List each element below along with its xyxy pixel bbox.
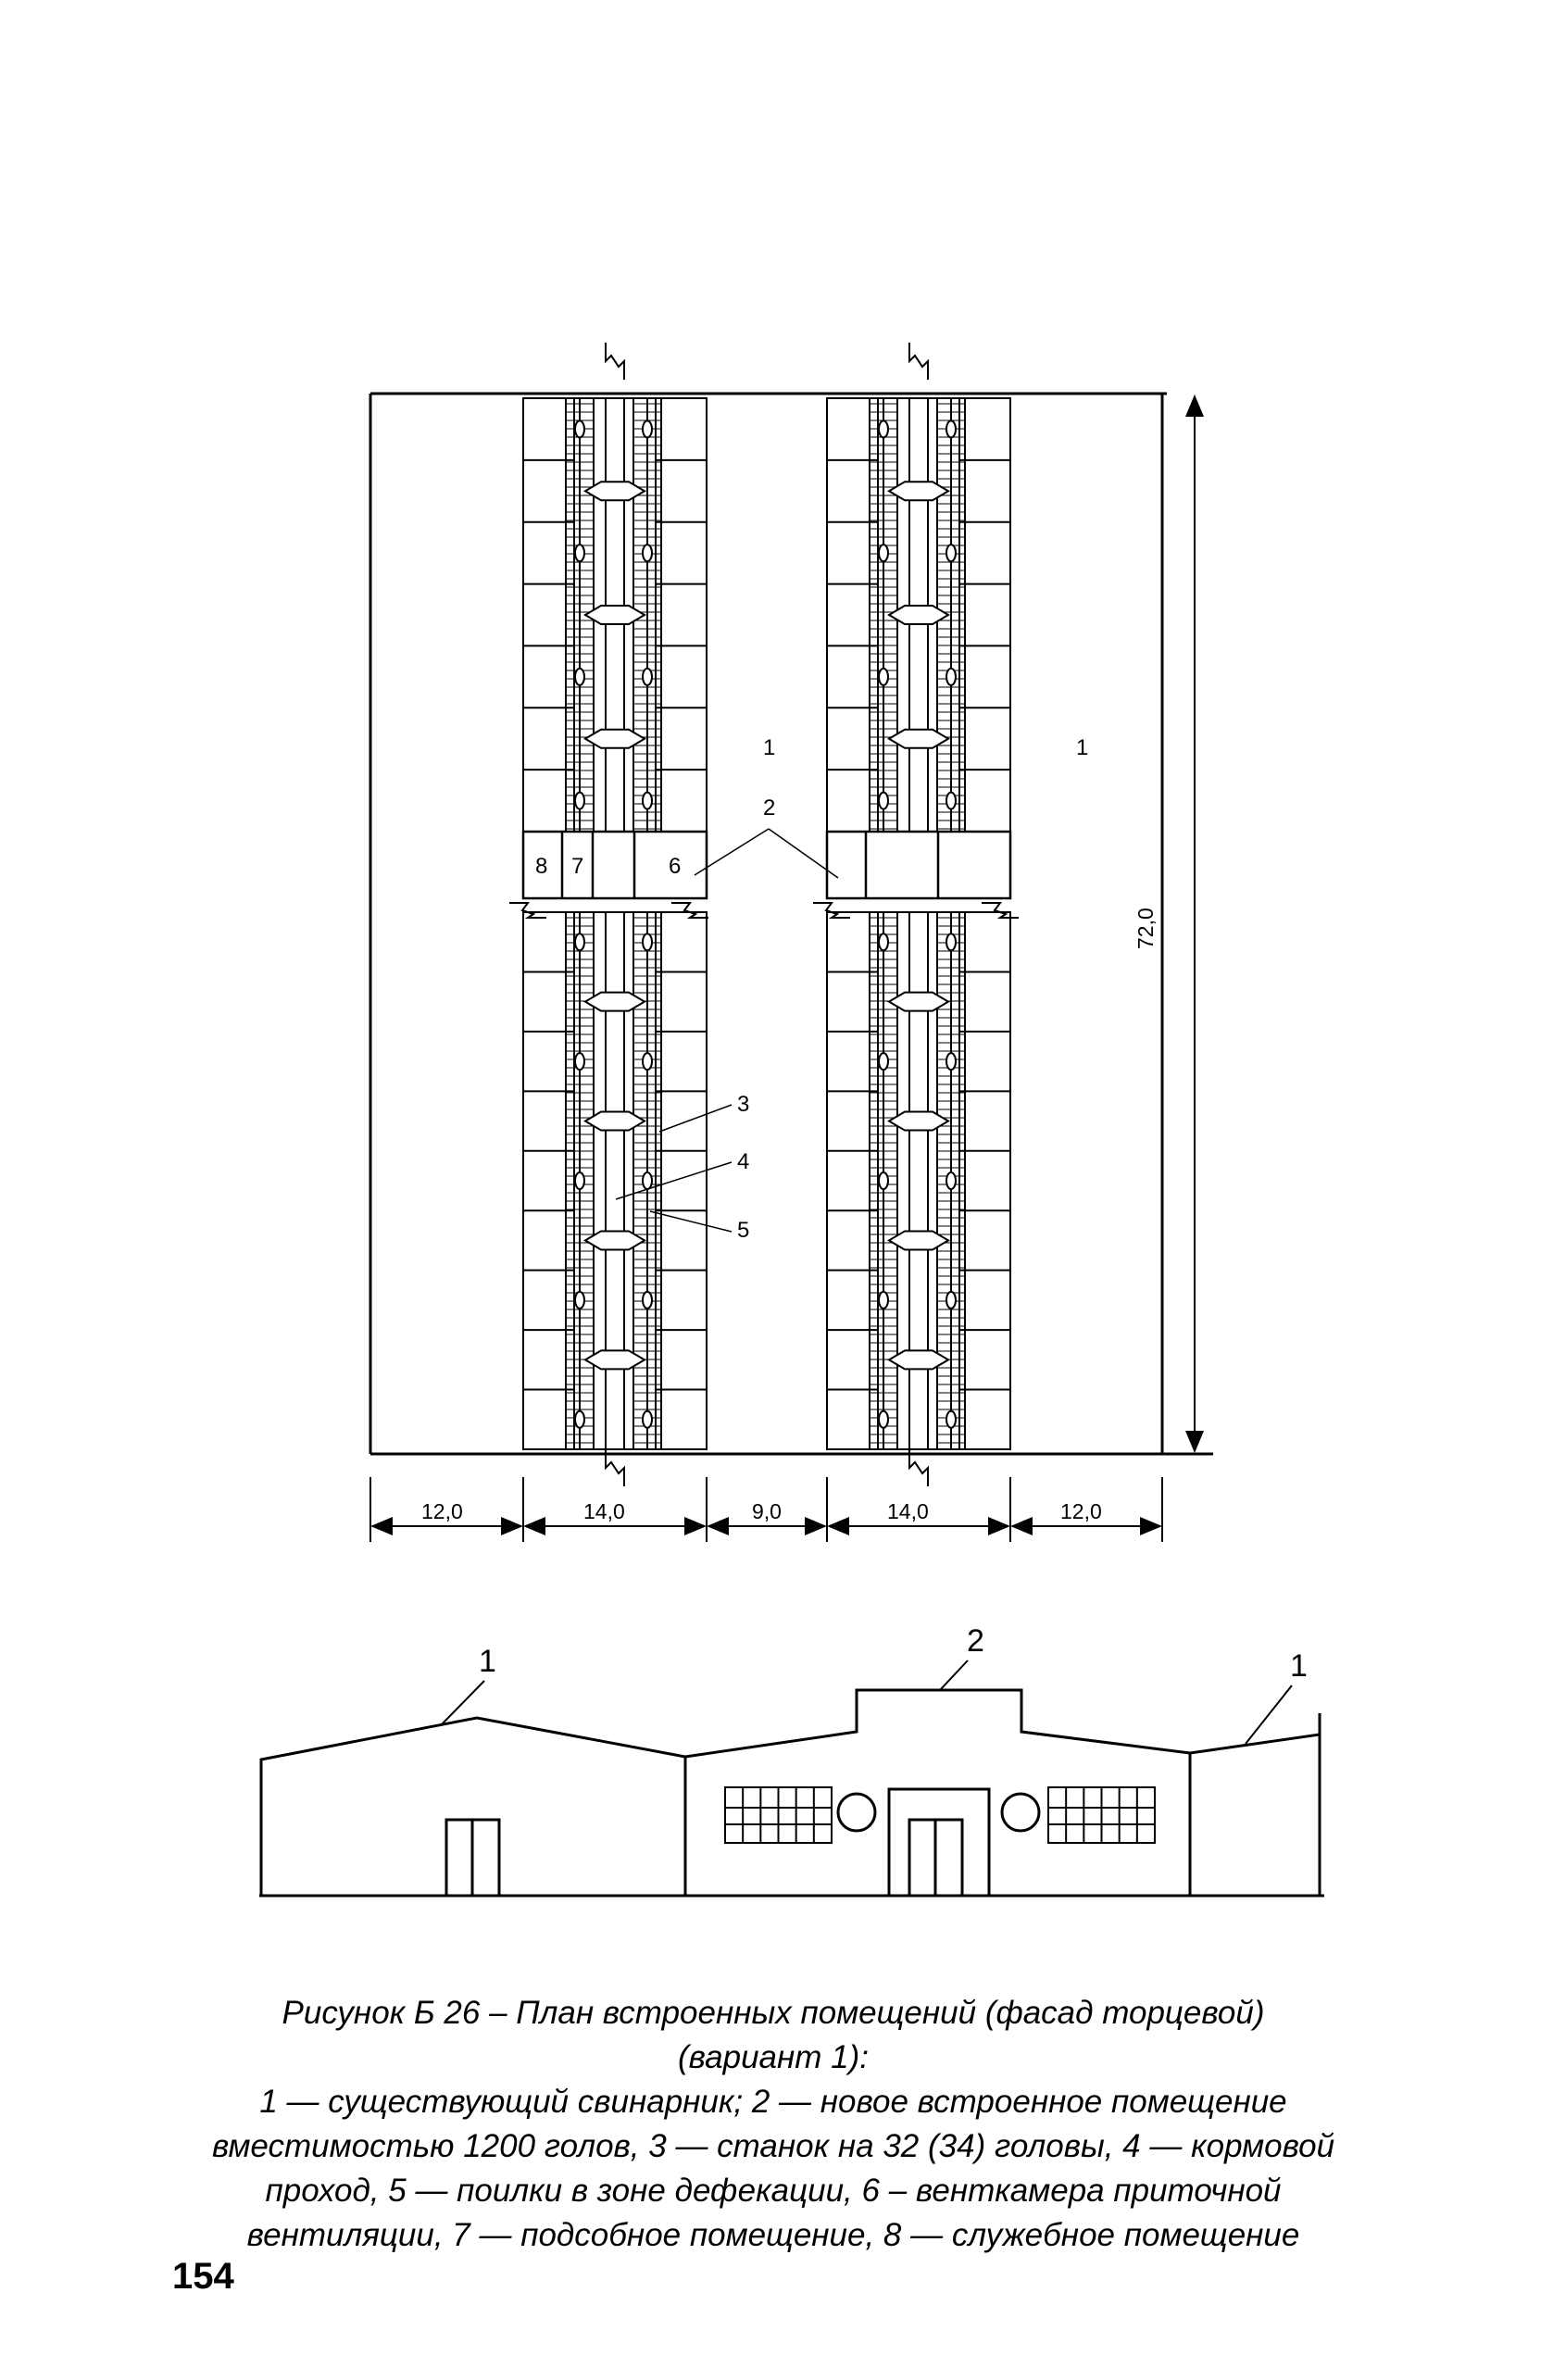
pen-block <box>522 397 708 833</box>
new-room-leader-lines <box>694 828 839 879</box>
facade-label-1-right: 1 <box>1290 1648 1308 1684</box>
callout-4: 4 <box>737 1149 749 1174</box>
end-facade <box>259 1688 1324 1898</box>
floor-plan-figure: 1 1 2 8 7 6 3 4 5 72,0 12,0 14 <box>259 343 1324 1898</box>
break-line <box>982 902 1019 919</box>
callout-5: 5 <box>737 1218 749 1243</box>
window <box>1047 1786 1156 1844</box>
caption-legend-2: вместимостью 1200 голов, 3 — станок на 3… <box>211 2128 1335 2164</box>
pen-blocks <box>509 343 1019 1486</box>
room-label-6: 6 <box>669 854 681 879</box>
facade-label-2: 2 <box>967 1623 984 1659</box>
callout-3: 3 <box>737 1092 749 1117</box>
break-line <box>908 1449 929 1486</box>
break-line <box>671 902 708 919</box>
caption-legend-4: вентиляции, 7 — подсобное помещение, 8 —… <box>246 2217 1300 2253</box>
facade-label-1-left: 1 <box>479 1644 496 1679</box>
width-2: 14,0 <box>583 1499 625 1523</box>
width-4: 14,0 <box>887 1499 929 1523</box>
break-line <box>813 902 850 919</box>
break-line <box>605 343 625 380</box>
break-line <box>509 902 546 919</box>
room-label-7: 7 <box>571 854 583 879</box>
width-5: 12,0 <box>1060 1499 1102 1523</box>
new-room-label: 2 <box>763 795 775 820</box>
pen-block <box>522 911 708 1450</box>
plan-outline <box>369 392 1213 1456</box>
facade-windows <box>724 1786 1156 1844</box>
barn-label-left: 1 <box>763 735 775 760</box>
length-value: 72,0 <box>1133 908 1158 949</box>
break-line <box>605 1449 625 1486</box>
width-3: 9,0 <box>752 1499 782 1523</box>
caption-legend-3: проход, 5 — поилки в зоне дефекации, 6 –… <box>265 2173 1282 2209</box>
service-rooms <box>521 830 1012 900</box>
facade-leaders <box>441 1660 1293 1745</box>
figure-caption: Рисунок Б 26 – План встроенных помещений… <box>148 1991 1398 2258</box>
page-number: 154 <box>172 2256 234 2297</box>
caption-legend-1: 1 — существующий свинарник; 2 — новое вс… <box>259 2084 1287 2120</box>
window <box>724 1786 833 1844</box>
barn-label-right: 1 <box>1076 735 1088 760</box>
caption-title: Рисунок Б 26 – План встроенных помещений… <box>282 1995 1265 2031</box>
break-line <box>908 343 929 380</box>
width-1: 12,0 <box>421 1499 463 1523</box>
callout-leaders <box>615 1104 733 1233</box>
room-label-8: 8 <box>535 854 547 879</box>
width-dimension-chain <box>369 1477 1163 1542</box>
pen-block <box>826 911 1011 1450</box>
pen-block <box>826 397 1011 833</box>
caption-variant: (вариант 1): <box>677 2039 869 2075</box>
